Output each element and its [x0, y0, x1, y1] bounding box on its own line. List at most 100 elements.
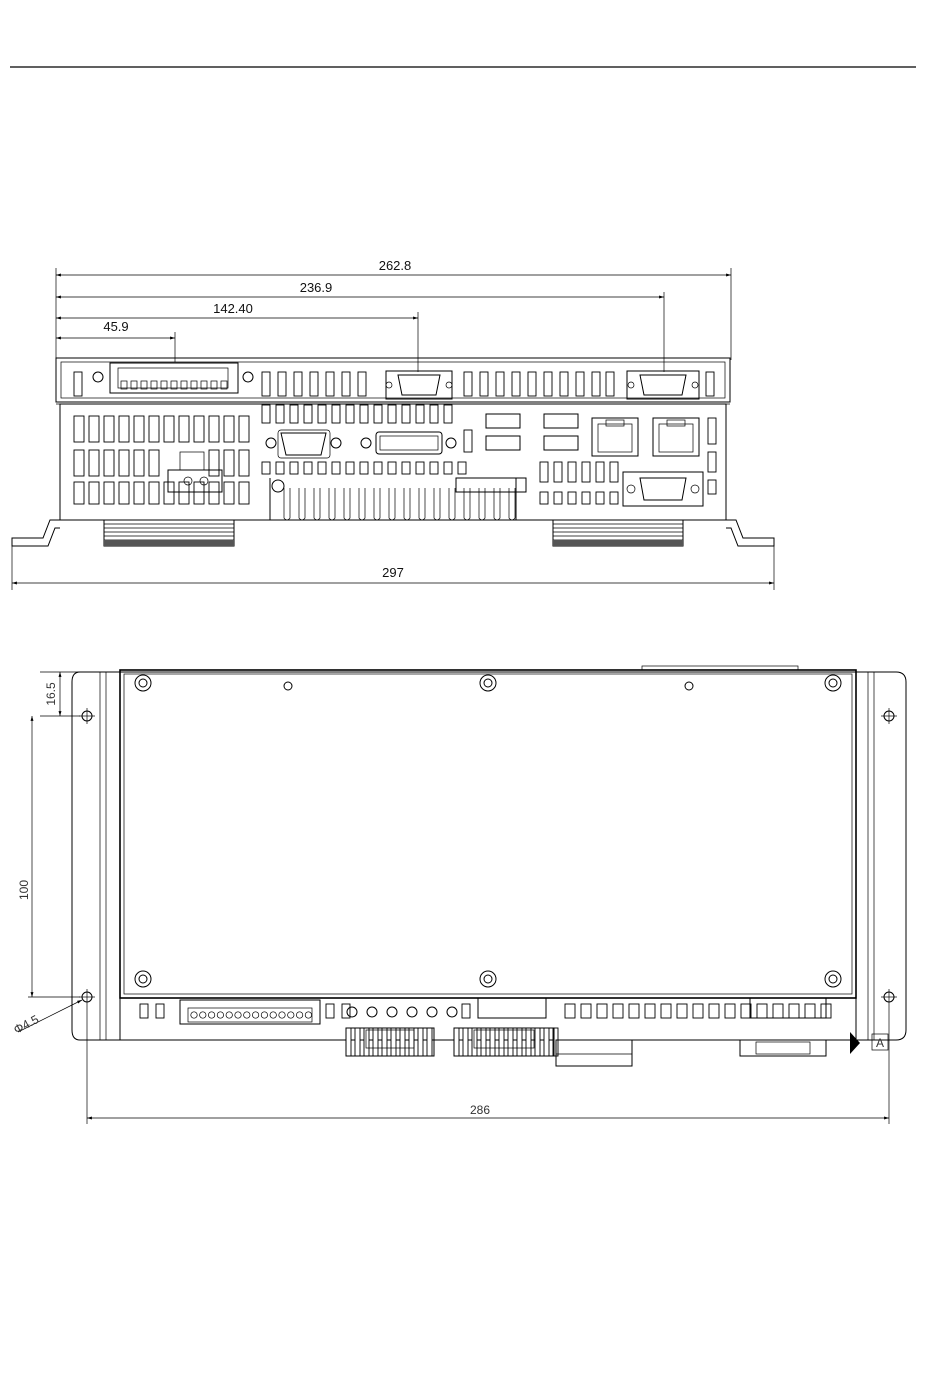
vent-slot [134, 482, 144, 504]
vent-slot [194, 482, 204, 504]
io-slot [677, 1004, 687, 1018]
vent-slot [554, 492, 562, 504]
vent-slot [239, 416, 249, 442]
vent-slot [496, 372, 504, 396]
dimension-297: 297 [12, 546, 774, 590]
vent-slot [512, 372, 520, 396]
connector-pin [490, 1028, 495, 1056]
screw-icon [272, 480, 284, 492]
dimension-142-40: 142.40 [56, 301, 418, 372]
vent-slot [332, 462, 340, 474]
vent-slot [540, 462, 548, 482]
dim-label-286: 286 [470, 1103, 490, 1117]
io-slot [597, 1004, 607, 1018]
screw-icon [685, 682, 693, 690]
vent-slot [332, 405, 340, 423]
front-view: 262.8 236.9 142.40 45.9 [12, 258, 774, 590]
vent-slot [119, 416, 129, 442]
vent-slot [374, 405, 382, 423]
heatsink-fin [494, 488, 500, 520]
connector-pin [544, 1028, 549, 1056]
screw-icon [284, 682, 292, 690]
vent-slot [708, 452, 716, 472]
io-slot [693, 1004, 703, 1018]
foot-pad [104, 540, 234, 546]
vent-slot [606, 372, 614, 396]
vent-slot [342, 372, 350, 396]
terminal-pin [208, 1012, 214, 1018]
vent-slot [444, 405, 452, 423]
vent-slot [224, 416, 234, 442]
vent-slot [326, 372, 334, 396]
terminal-pin [279, 1012, 285, 1018]
heatsink-fin [404, 488, 410, 520]
db-port-upper-1 [386, 371, 452, 399]
vent-slot [164, 482, 174, 504]
screw-icon [139, 975, 147, 983]
vent-slot [592, 372, 600, 396]
mounting-hole-icon [79, 708, 95, 724]
heatsink-fin [479, 488, 485, 520]
bracket-right [726, 520, 774, 546]
connector-pin [499, 1028, 504, 1056]
terminal-pin [200, 1012, 206, 1018]
vent-slot [416, 405, 424, 423]
led-indicator [387, 1007, 397, 1017]
mounting-plate [72, 672, 906, 1040]
heatsink-fin [464, 488, 470, 520]
datum-label: A [876, 1036, 884, 1050]
io-slot [462, 1004, 470, 1018]
connector-pin [409, 1028, 414, 1056]
io-slot [725, 1004, 735, 1018]
heatsink-fin [509, 488, 515, 520]
vent-slot [610, 492, 618, 504]
dimension-262-8: 262.8 [56, 258, 731, 360]
connector-pin [391, 1028, 396, 1056]
dim-label-142-40: 142.40 [213, 301, 253, 316]
heatsink-fin [299, 488, 305, 520]
terminal-pin [235, 1012, 241, 1018]
connector-pin [400, 1028, 405, 1056]
vent-slot [310, 372, 318, 396]
connector-pin [355, 1028, 360, 1056]
connector-pin [463, 1028, 468, 1056]
vent-slot [104, 450, 114, 476]
terminal-pin [252, 1012, 258, 1018]
heatsink-fin [359, 488, 365, 520]
terminal-pin [191, 1012, 197, 1018]
mounting-hole-icon [881, 708, 897, 724]
connector-pin [472, 1028, 477, 1056]
vent-slot [374, 462, 382, 474]
mounting-hole-icon [79, 989, 95, 1005]
vent-slot [74, 482, 84, 504]
vent-slot [209, 450, 219, 476]
led-indicator [367, 1007, 377, 1017]
screw-icon [135, 675, 151, 691]
vent-slot [708, 418, 716, 444]
dim-label-16-5: 16.5 [44, 682, 58, 706]
vent-slot [582, 492, 590, 504]
vent-slot [464, 430, 472, 452]
vent-slot [388, 462, 396, 474]
led-indicator [407, 1007, 417, 1017]
vent-slot [360, 405, 368, 423]
vent-slot [104, 416, 114, 442]
vent-slot [278, 372, 286, 396]
connector-pin [364, 1028, 369, 1056]
datum-arrow-icon [850, 1032, 860, 1054]
vent-slot [596, 462, 604, 482]
dimension-45-9: 45.9 [56, 319, 175, 362]
vent-slot [402, 405, 410, 423]
vent-slot [294, 372, 302, 396]
top-view: A 16.5 100 Φ4.5 286 [11, 666, 906, 1124]
vent-slot [209, 482, 219, 504]
heatsink-fin [314, 488, 320, 520]
connector-pin [454, 1028, 459, 1056]
screw-icon [825, 675, 841, 691]
usb-ports [486, 414, 578, 450]
heatsink-fin [329, 488, 335, 520]
heatsink-fin [284, 488, 290, 520]
db-connector-bottom-3 [740, 1040, 826, 1056]
io-slot [757, 1004, 767, 1018]
ethernet-port-1 [592, 418, 638, 456]
